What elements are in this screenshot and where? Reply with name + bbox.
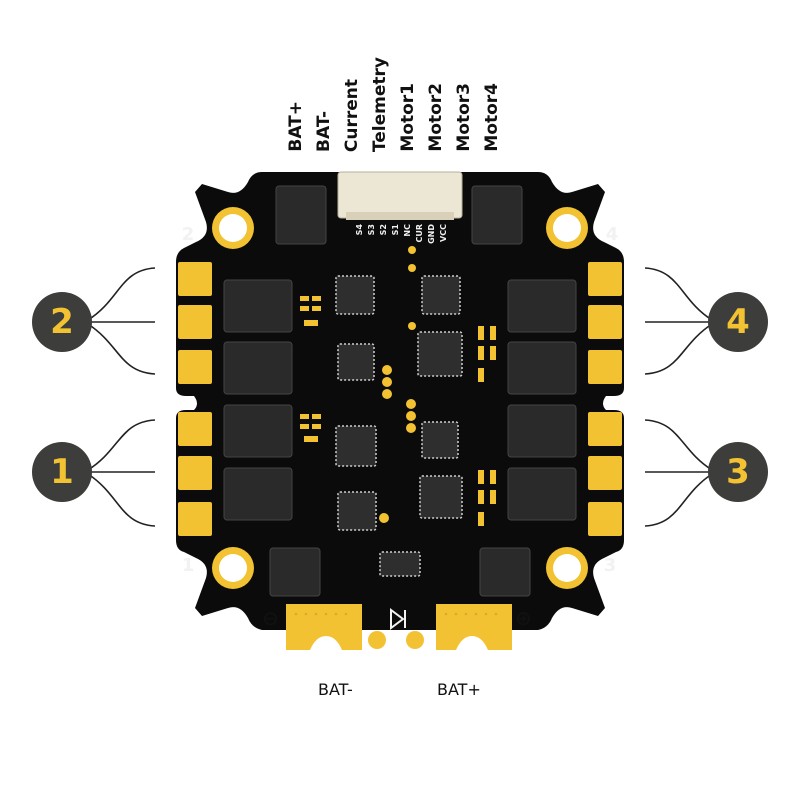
- pad-left: [178, 262, 212, 296]
- mosfet: [223, 341, 293, 395]
- driver-ic: [337, 491, 377, 531]
- pad-dot-texture: [294, 612, 498, 616]
- label-motor2: Motor2: [426, 83, 446, 152]
- mosfet: [507, 404, 577, 458]
- wire-left-top: [87, 267, 156, 321]
- pad-right: [588, 502, 622, 536]
- bat-pos-pad: [436, 604, 512, 650]
- label-bat-minus: BAT-: [314, 111, 334, 152]
- corner-number-top-left: 2: [181, 223, 195, 245]
- wire-left-bottom: [87, 419, 156, 471]
- corner-number-bottom-right: 3: [603, 554, 617, 576]
- corner-number-bottom-left: 1: [181, 554, 195, 576]
- callout-left-bottom: [32, 442, 92, 502]
- label-bottom-bat-plus: BAT+: [437, 680, 481, 699]
- label-current: Current: [342, 78, 362, 152]
- polarity-minus-icon: ⊖: [262, 606, 279, 630]
- mosfet: [507, 467, 577, 521]
- mosfet: [223, 404, 293, 458]
- label-bat-plus: BAT+: [286, 101, 306, 152]
- bat-neg-pad: [286, 604, 362, 650]
- pin-label-nc: NC: [403, 224, 412, 237]
- pad-left: [178, 412, 212, 446]
- motor-pads: [178, 262, 622, 536]
- mosfet: [223, 467, 293, 521]
- callout-number-left-top: 2: [50, 302, 74, 342]
- pin-label-s3: S3: [367, 224, 376, 236]
- label-motor4: Motor4: [482, 83, 502, 152]
- driver-ic: [421, 275, 461, 315]
- driver-ic: [335, 425, 377, 467]
- pad-right: [588, 305, 622, 339]
- callout-number-right-top: 4: [726, 302, 750, 342]
- label-motor3: Motor3: [454, 83, 474, 152]
- wire-right-bottom: [644, 473, 713, 527]
- polarity-plus-icon: ⊕: [515, 606, 532, 630]
- driver-ic: [335, 275, 375, 315]
- pad-right: [588, 412, 622, 446]
- corner-number-top-right: 4: [605, 223, 619, 245]
- driver-ic: [337, 343, 375, 381]
- driver-ics: [335, 275, 463, 577]
- callout-number-right-bottom: 3: [726, 452, 750, 492]
- wire-right-bottom: [644, 419, 713, 471]
- mosfet: [471, 185, 523, 245]
- battery-pads: [286, 604, 512, 650]
- wire-left-bottom: [87, 473, 156, 527]
- diode-symbol: [390, 608, 406, 630]
- label-bottom-bat-minus: BAT-: [318, 680, 353, 699]
- pad-left: [178, 502, 212, 536]
- wire-right-top: [644, 323, 713, 375]
- mosfet: [269, 547, 321, 597]
- mosfet: [507, 341, 577, 395]
- passive-components: [300, 246, 496, 526]
- callout-circles: [32, 292, 768, 502]
- driver-ic: [421, 421, 459, 459]
- callout-right-top: [708, 292, 768, 352]
- pin-label-s2: S2: [379, 224, 388, 236]
- pin-label-gnd: GND: [427, 224, 436, 244]
- pin-label-s1: S1: [391, 224, 400, 236]
- mosfets: [223, 185, 577, 597]
- wire-bundles: [87, 267, 713, 527]
- mosfet: [507, 279, 577, 333]
- callout-number-left-bottom: 1: [50, 452, 74, 492]
- driver-ic: [417, 331, 463, 377]
- wire-left-top: [87, 323, 156, 375]
- mounting-holes: [212, 207, 588, 589]
- pin-label-cur: CUR: [415, 224, 424, 243]
- pad-right: [588, 456, 622, 490]
- driver-ic: [419, 475, 463, 519]
- mosfet: [275, 185, 327, 245]
- callout-left-top: [32, 292, 92, 352]
- mosfet: [479, 547, 531, 597]
- label-telemetry: Telemetry: [370, 56, 390, 152]
- callout-right-bottom: [708, 442, 768, 502]
- pad-left: [178, 456, 212, 490]
- pad-right: [588, 350, 622, 384]
- pin-label-s4: S4: [355, 224, 364, 236]
- signal-connector: [337, 171, 463, 220]
- pad-left: [178, 305, 212, 339]
- mosfet: [223, 279, 293, 333]
- regulator-ic: [379, 551, 421, 577]
- pin-label-vcc: VCC: [439, 224, 448, 242]
- wire-right-top: [644, 267, 713, 321]
- pad-right: [588, 262, 622, 296]
- pad-left: [178, 350, 212, 384]
- label-motor1: Motor1: [398, 83, 418, 152]
